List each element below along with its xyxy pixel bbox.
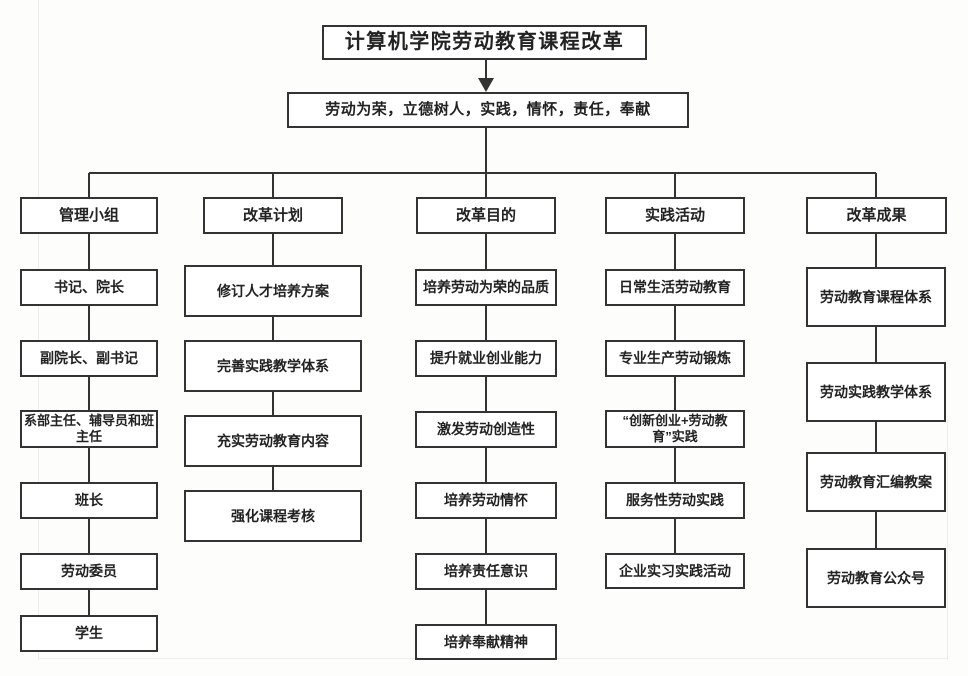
node-text: 提升就业创业能力 bbox=[430, 350, 542, 367]
node-stimulate-labor-creativity: 激发劳动创造性 bbox=[415, 411, 557, 448]
node-class-monitor: 班长 bbox=[20, 482, 158, 519]
node-cultivate-labor-sentiment: 培养劳动情怀 bbox=[415, 482, 557, 519]
node-labor-education-compiled-lesson-plans: 劳动教育汇编教案 bbox=[806, 452, 946, 512]
node-text: 劳动教育课程体系 bbox=[820, 288, 932, 305]
node-text: 激发劳动创造性 bbox=[437, 421, 535, 438]
node-text: 培养奉献精神 bbox=[444, 633, 528, 650]
node-labor-committee-member: 劳动委员 bbox=[20, 553, 158, 590]
node-dept-heads-counselors-head-teachers: 系部主任、辅导员和班主任 bbox=[20, 410, 158, 448]
node-strengthen-course-assessment: 强化课程考核 bbox=[184, 490, 362, 542]
node-cultivate-responsibility: 培养责任意识 bbox=[415, 553, 557, 590]
node-daily-life-labor-education: 日常生活劳动教育 bbox=[605, 269, 745, 306]
node-labor-education-curriculum-system: 劳动教育课程体系 bbox=[806, 267, 946, 327]
node-vice-dean-vice-secretary: 副院长、副书记 bbox=[20, 340, 158, 377]
title-text: 计算机学院劳动教育课程改革 bbox=[344, 31, 625, 53]
node-text: 班长 bbox=[75, 492, 103, 509]
node-enrich-labor-education-content: 充实劳动教育内容 bbox=[184, 415, 362, 467]
node-labor-education-official-account: 劳动教育公众号 bbox=[806, 548, 946, 608]
scan-edge-right bbox=[947, 420, 948, 660]
column-header-reform-plan: 改革计划 bbox=[203, 197, 343, 234]
node-text: 劳动教育汇编教案 bbox=[820, 473, 932, 490]
scan-edge-left bbox=[38, 0, 39, 660]
node-students: 学生 bbox=[20, 615, 158, 652]
column-header-reform-purpose: 改革目的 bbox=[416, 197, 556, 234]
node-innovation-entrepreneurship-labor-practice: “创新创业+劳动教育”实践 bbox=[605, 410, 745, 448]
column-header-management-group: 管理小组 bbox=[20, 197, 158, 234]
node-text: 日常生活劳动教育 bbox=[619, 279, 731, 296]
node-text: 劳动委员 bbox=[61, 563, 117, 580]
node-text: 学生 bbox=[75, 625, 103, 642]
node-labor-practice-teaching-system: 劳动实践教学体系 bbox=[806, 362, 946, 422]
node-cultivate-dedication: 培养奉献精神 bbox=[415, 624, 557, 660]
node-text: 劳动教育公众号 bbox=[827, 569, 925, 586]
node-text: 副院长、副书记 bbox=[40, 350, 138, 367]
motto-text: 劳动为荣，立德树人，实践，情怀，责任，奉献 bbox=[325, 101, 651, 119]
node-text: 培养责任意识 bbox=[444, 563, 528, 580]
node-motto: 劳动为荣，立德树人，实践，情怀，责任，奉献 bbox=[287, 92, 689, 128]
column-header-reform-results: 改革成果 bbox=[806, 197, 947, 234]
node-professional-production-labor: 专业生产劳动锻炼 bbox=[605, 340, 745, 377]
node-service-labor-practice: 服务性劳动实践 bbox=[605, 482, 745, 519]
column-header-practice-activities: 实践活动 bbox=[605, 197, 745, 234]
node-text: 劳动实践教学体系 bbox=[820, 383, 932, 400]
node-enterprise-internship-practice: 企业实习实践活动 bbox=[605, 553, 745, 589]
node-secretary-dean: 书记、院长 bbox=[20, 269, 158, 306]
node-improve-practice-teaching-system: 完善实践教学体系 bbox=[184, 340, 362, 392]
node-text: 培养劳动为荣的品质 bbox=[423, 279, 549, 296]
arrowhead-icon bbox=[478, 78, 494, 92]
node-text: 完善实践教学体系 bbox=[217, 357, 329, 374]
node-text: 服务性劳动实践 bbox=[626, 492, 724, 509]
node-revise-talent-plan: 修订人才培养方案 bbox=[184, 265, 362, 317]
header-text: 改革目的 bbox=[455, 206, 516, 224]
node-text: “创新创业+劳动教育”实践 bbox=[622, 413, 728, 444]
node-text: 专业生产劳动锻炼 bbox=[619, 350, 731, 367]
node-text: 充实劳动教育内容 bbox=[217, 432, 329, 449]
node-text: 书记、院长 bbox=[54, 279, 124, 296]
node-text: 企业实习实践活动 bbox=[619, 562, 731, 579]
node-enhance-employment-entrepreneurship: 提升就业创业能力 bbox=[415, 340, 557, 377]
node-text: 强化课程考核 bbox=[231, 507, 315, 524]
header-text: 实践活动 bbox=[644, 206, 705, 224]
node-cultivate-labor-pride: 培养劳动为荣的品质 bbox=[415, 269, 557, 306]
header-text: 改革计划 bbox=[242, 206, 303, 224]
header-text: 管理小组 bbox=[58, 206, 119, 224]
node-title: 计算机学院劳动教育课程改革 bbox=[322, 25, 647, 60]
node-text: 培养劳动情怀 bbox=[444, 492, 528, 509]
node-text: 系部主任、辅导员和班主任 bbox=[24, 413, 155, 444]
header-text: 改革成果 bbox=[846, 206, 907, 224]
node-text: 修订人才培养方案 bbox=[217, 282, 329, 299]
